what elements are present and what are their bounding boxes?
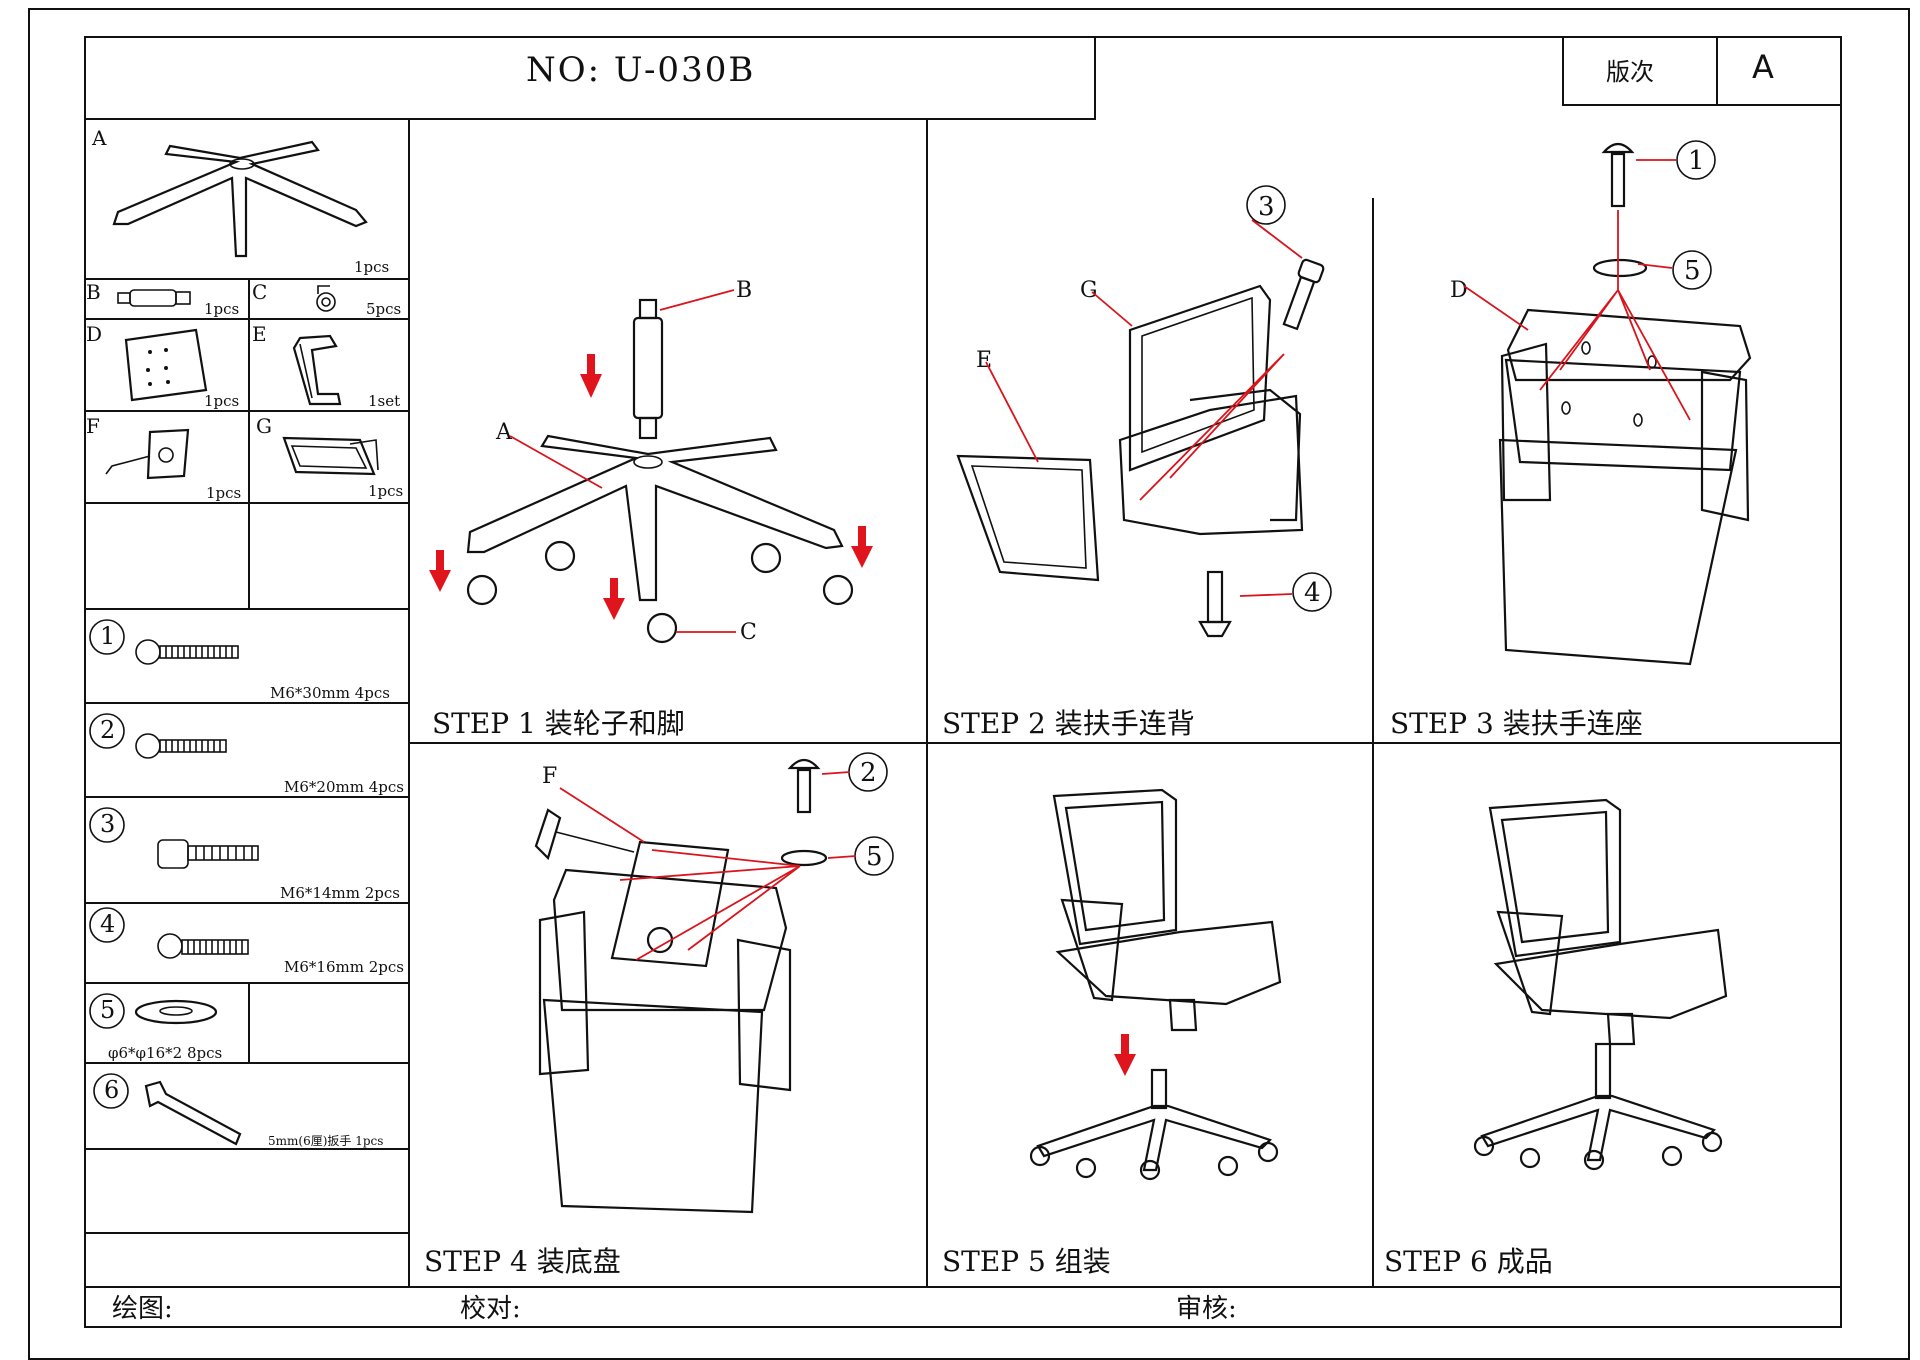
- part-letter-e: E: [252, 322, 267, 346]
- step3-callout-5: 5: [1684, 256, 1701, 286]
- step2-armrest: [956, 361, 1100, 582]
- allen-key-6-icon: [144, 1080, 242, 1146]
- part-qty-a: 1pcs: [354, 258, 390, 276]
- bolt-4-icon: [157, 933, 249, 959]
- footer-approved-label: 审核:: [1176, 1294, 1237, 1324]
- part-qty-d: 1pcs: [204, 392, 240, 410]
- step-4-label: STEP 4 装底盘: [424, 1245, 621, 1278]
- part-letter-a: A: [92, 126, 107, 150]
- part-letter-g: G: [256, 414, 272, 438]
- step6-finished-chair: [1473, 798, 1728, 1171]
- circled-number-rings: [89, 140, 1716, 1109]
- bolt-2-icon: [135, 733, 227, 759]
- step2-callout-3: 3: [1258, 192, 1275, 222]
- part-qty-g: 1pcs: [368, 482, 404, 500]
- part-letter-c: C: [252, 280, 268, 304]
- step1-red-arrows: [429, 354, 873, 620]
- bolt-1-icon: [135, 639, 239, 665]
- footer-checked-label: 校对:: [460, 1294, 521, 1324]
- step5-chair: [1052, 788, 1282, 1032]
- footer-drawn-label: 绘图:: [112, 1294, 173, 1324]
- step4-callout-f: F: [542, 764, 558, 789]
- step1-callout-a: A: [496, 420, 512, 445]
- step4-seat-underside: [538, 868, 792, 1214]
- hw-spec-4: M6*16mm 2pcs: [284, 958, 404, 976]
- step4-callout-5: 5: [866, 842, 883, 872]
- hw-number-4: 4: [100, 910, 116, 938]
- part-e-armrest-icon: [292, 334, 342, 406]
- part-qty-c: 5pcs: [366, 300, 402, 318]
- hw-number-6: 6: [104, 1076, 120, 1104]
- part-d-seat-plate-icon: [124, 328, 208, 402]
- step1-callout-c: C: [740, 620, 757, 645]
- step-1-label: STEP 1 装轮子和脚: [432, 707, 685, 740]
- part-qty-b: 1pcs: [204, 300, 240, 318]
- part-g-back-frame-icon: [282, 436, 379, 476]
- hw-number-5: 5: [100, 996, 116, 1024]
- bolt-3-icon: [157, 839, 259, 869]
- step2-callout-4: 4: [1304, 578, 1321, 608]
- part-b-gas-lift-icon: [117, 289, 191, 307]
- hw-spec-5: φ6*φ16*2 8pcs: [108, 1044, 223, 1062]
- hw-number-1: 1: [100, 622, 116, 650]
- step-5-label: STEP 5 组装: [942, 1245, 1111, 1278]
- step3-seat-assembly: [1463, 285, 1752, 666]
- version-value: A: [1752, 48, 1774, 86]
- step4-mechanism: [534, 787, 730, 968]
- hw-spec-3: M6*14mm 2pcs: [280, 884, 400, 902]
- document-number: NO: U-030B: [526, 50, 756, 90]
- hw-spec-6: 5mm(6厘)扳手 1pcs: [268, 1134, 384, 1148]
- part-c-caster-icon: [316, 285, 336, 312]
- step3-hardware: [1539, 142, 1691, 421]
- hw-spec-1: M6*30mm 4pcs: [270, 684, 390, 702]
- step2-bolts: [1139, 219, 1325, 638]
- step-3-label: STEP 3 装扶手连座: [1390, 707, 1643, 740]
- part-f-mechanism-icon: [105, 428, 190, 480]
- part-letter-f: F: [86, 414, 100, 438]
- part-letter-b: B: [86, 280, 101, 304]
- version-label: 版次: [1606, 58, 1654, 86]
- step-2-label: STEP 2 装扶手连背: [942, 707, 1195, 740]
- washer-5-icon: [134, 999, 218, 1025]
- version-value-box: [1716, 36, 1842, 106]
- step2-callout-g: G: [1080, 278, 1098, 303]
- step3-callout-1: 1: [1688, 146, 1705, 176]
- step-6-label: STEP 6 成品: [1384, 1245, 1553, 1278]
- step2-backrest: [1091, 284, 1304, 536]
- part-qty-f: 1pcs: [206, 484, 242, 502]
- step3-callout-d: D: [1450, 278, 1468, 303]
- step4-callout-2: 2: [860, 758, 877, 788]
- step1-callout-b: B: [736, 278, 753, 303]
- step5-base: [1029, 1034, 1279, 1181]
- step4-hardware: [619, 758, 857, 961]
- part-letter-d: D: [86, 322, 103, 346]
- step1-casters: [466, 540, 854, 644]
- footer-bar: [84, 1286, 1842, 1328]
- step1-gas-lift: [632, 289, 735, 440]
- hw-number-2: 2: [100, 716, 116, 744]
- hw-number-3: 3: [100, 810, 116, 838]
- part-a-star-base-icon: [112, 140, 368, 258]
- hw-spec-2: M6*20mm 4pcs: [284, 778, 404, 796]
- part-qty-e: 1set: [368, 392, 401, 410]
- step1-star-base: [466, 434, 844, 602]
